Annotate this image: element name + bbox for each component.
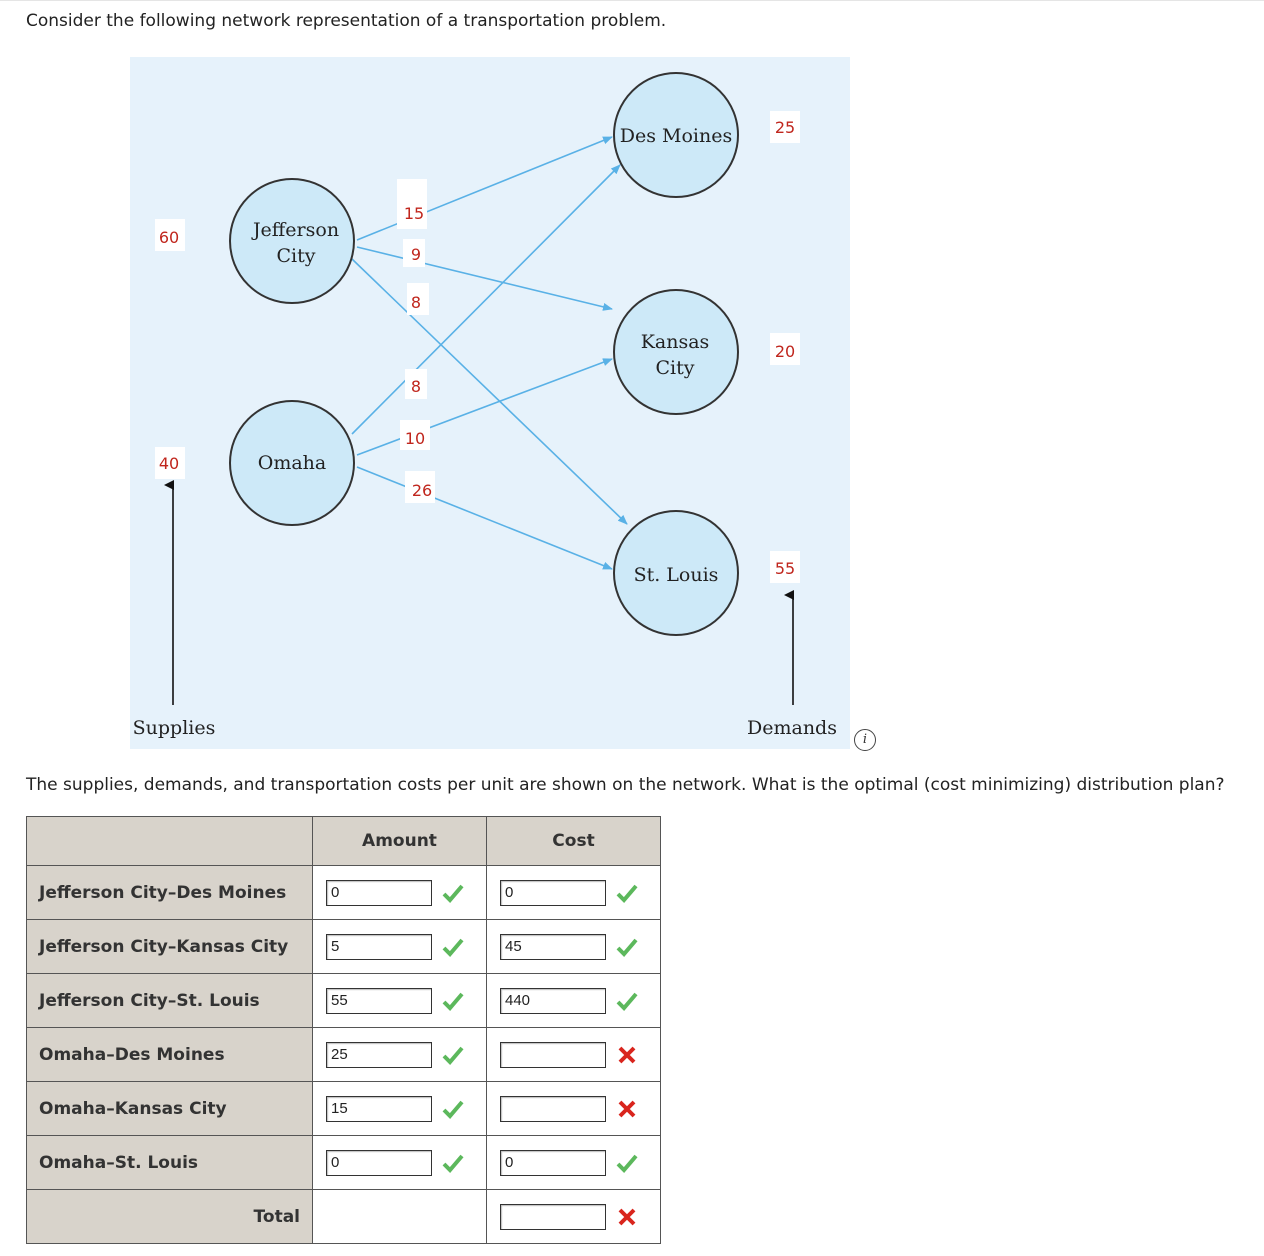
distribution-plan-table: Amount Cost Jefferson City–Des Moines 0 … <box>26 816 661 1244</box>
total-cost-input[interactable] <box>500 1203 606 1230</box>
row-label-jc-sl: Jefferson City–St. Louis <box>26 973 313 1028</box>
amount-input-jc-kc[interactable]: 5 <box>326 933 432 960</box>
node-name-jefferson: Jefferson <box>251 219 339 241</box>
table-total-row: Total <box>26 1189 661 1244</box>
check-icon <box>442 992 464 1011</box>
info-icon[interactable]: i <box>854 729 876 751</box>
supplies-label: Supplies <box>133 717 216 739</box>
amount-input-om-sl[interactable]: 0 <box>326 1149 432 1176</box>
check-icon <box>616 1154 638 1173</box>
amount-input-jc-sl[interactable]: 55 <box>326 987 432 1014</box>
table-row: Omaha–Kansas City 15 <box>26 1081 661 1136</box>
cost-label-jc-kc: 9 <box>411 245 421 264</box>
amount-input-jc-dm[interactable]: 0 <box>326 879 432 906</box>
table-row: Jefferson City–Des Moines 0 0 <box>26 865 661 920</box>
node-des-moines <box>613 72 739 198</box>
header-cost: Cost <box>486 816 661 866</box>
arc-om-kc <box>356 358 613 456</box>
arc-om-sl <box>356 466 613 570</box>
demands-label: Demands <box>747 717 837 739</box>
question-text: The supplies, demands, and transportatio… <box>26 775 1225 795</box>
arc-jc-kc <box>356 246 613 311</box>
node-jefferson-city <box>229 178 355 304</box>
node-name-city: City <box>277 245 316 267</box>
network-diagram: 15 9 8 8 10 26 60 40 25 20 55 <box>130 57 850 749</box>
table-header-row: Amount Cost <box>26 816 661 866</box>
cost-label-om-dm: 8 <box>411 377 421 396</box>
node-st-louis <box>613 510 739 636</box>
row-label-om-sl: Omaha–St. Louis <box>26 1135 313 1190</box>
amount-input-om-kc[interactable]: 15 <box>326 1095 432 1122</box>
table-row: Jefferson City–St. Louis 55 440 <box>26 973 661 1028</box>
table-row: Omaha–Des Moines 25 <box>26 1027 661 1082</box>
node-name-kansas: Kansas <box>641 331 710 353</box>
network-svg: 15 9 8 8 10 26 60 40 25 20 55 <box>133 72 837 739</box>
cost-input-jc-sl[interactable]: 440 <box>500 987 606 1014</box>
cost-label-jc-dm: 15 <box>404 204 424 223</box>
check-icon <box>616 992 638 1011</box>
cost-label-om-sl: 26 <box>412 481 432 500</box>
check-icon <box>442 884 464 903</box>
arc-jc-dm <box>356 136 613 241</box>
cost-label-om-kc: 10 <box>405 429 425 448</box>
cross-icon <box>618 1046 636 1063</box>
header-route <box>26 816 313 866</box>
demand-label-kansas-city: 20 <box>775 342 795 361</box>
supply-label-jefferson-city: 60 <box>159 228 179 247</box>
cost-label-jc-sl: 8 <box>411 293 421 312</box>
cost-input-om-dm[interactable] <box>500 1041 606 1068</box>
table-row: Omaha–St. Louis 0 0 <box>26 1135 661 1190</box>
row-label-om-dm: Omaha–Des Moines <box>26 1027 313 1082</box>
arc-om-dm <box>351 164 621 435</box>
table-row: Jefferson City–Kansas City 5 45 <box>26 919 661 974</box>
cost-input-om-sl[interactable]: 0 <box>500 1149 606 1176</box>
row-label-jc-dm: Jefferson City–Des Moines <box>26 865 313 920</box>
supply-label-omaha: 40 <box>159 454 179 473</box>
node-omaha <box>229 400 355 526</box>
top-divider <box>0 0 1264 1</box>
node-kansas-city <box>613 289 739 415</box>
check-icon <box>616 938 638 957</box>
node-name-st-louis: St. Louis <box>634 564 719 586</box>
node-name-kansas-city: City <box>656 357 695 379</box>
check-icon <box>442 1154 464 1173</box>
node-name-des-moines: Des Moines <box>620 125 732 147</box>
node-name-omaha: Omaha <box>258 452 327 474</box>
check-icon <box>616 884 638 903</box>
row-label-jc-kc: Jefferson City–Kansas City <box>26 919 313 974</box>
total-amount-cell <box>312 1189 487 1244</box>
check-icon <box>442 1046 464 1065</box>
header-amount: Amount <box>312 816 487 866</box>
intro-text: Consider the following network represent… <box>26 11 667 31</box>
demand-label-st-louis: 55 <box>775 559 795 578</box>
cost-input-jc-dm[interactable]: 0 <box>500 879 606 906</box>
total-label: Total <box>26 1189 313 1244</box>
demand-label-des-moines: 25 <box>775 118 795 137</box>
amount-input-om-dm[interactable]: 25 <box>326 1041 432 1068</box>
check-icon <box>442 938 464 957</box>
cost-input-jc-kc[interactable]: 45 <box>500 933 606 960</box>
check-icon <box>442 1100 464 1119</box>
arc-jc-sl <box>351 258 628 525</box>
cross-icon <box>618 1208 636 1225</box>
row-label-om-kc: Omaha–Kansas City <box>26 1081 313 1136</box>
cost-input-om-kc[interactable] <box>500 1095 606 1122</box>
cross-icon <box>618 1100 636 1117</box>
